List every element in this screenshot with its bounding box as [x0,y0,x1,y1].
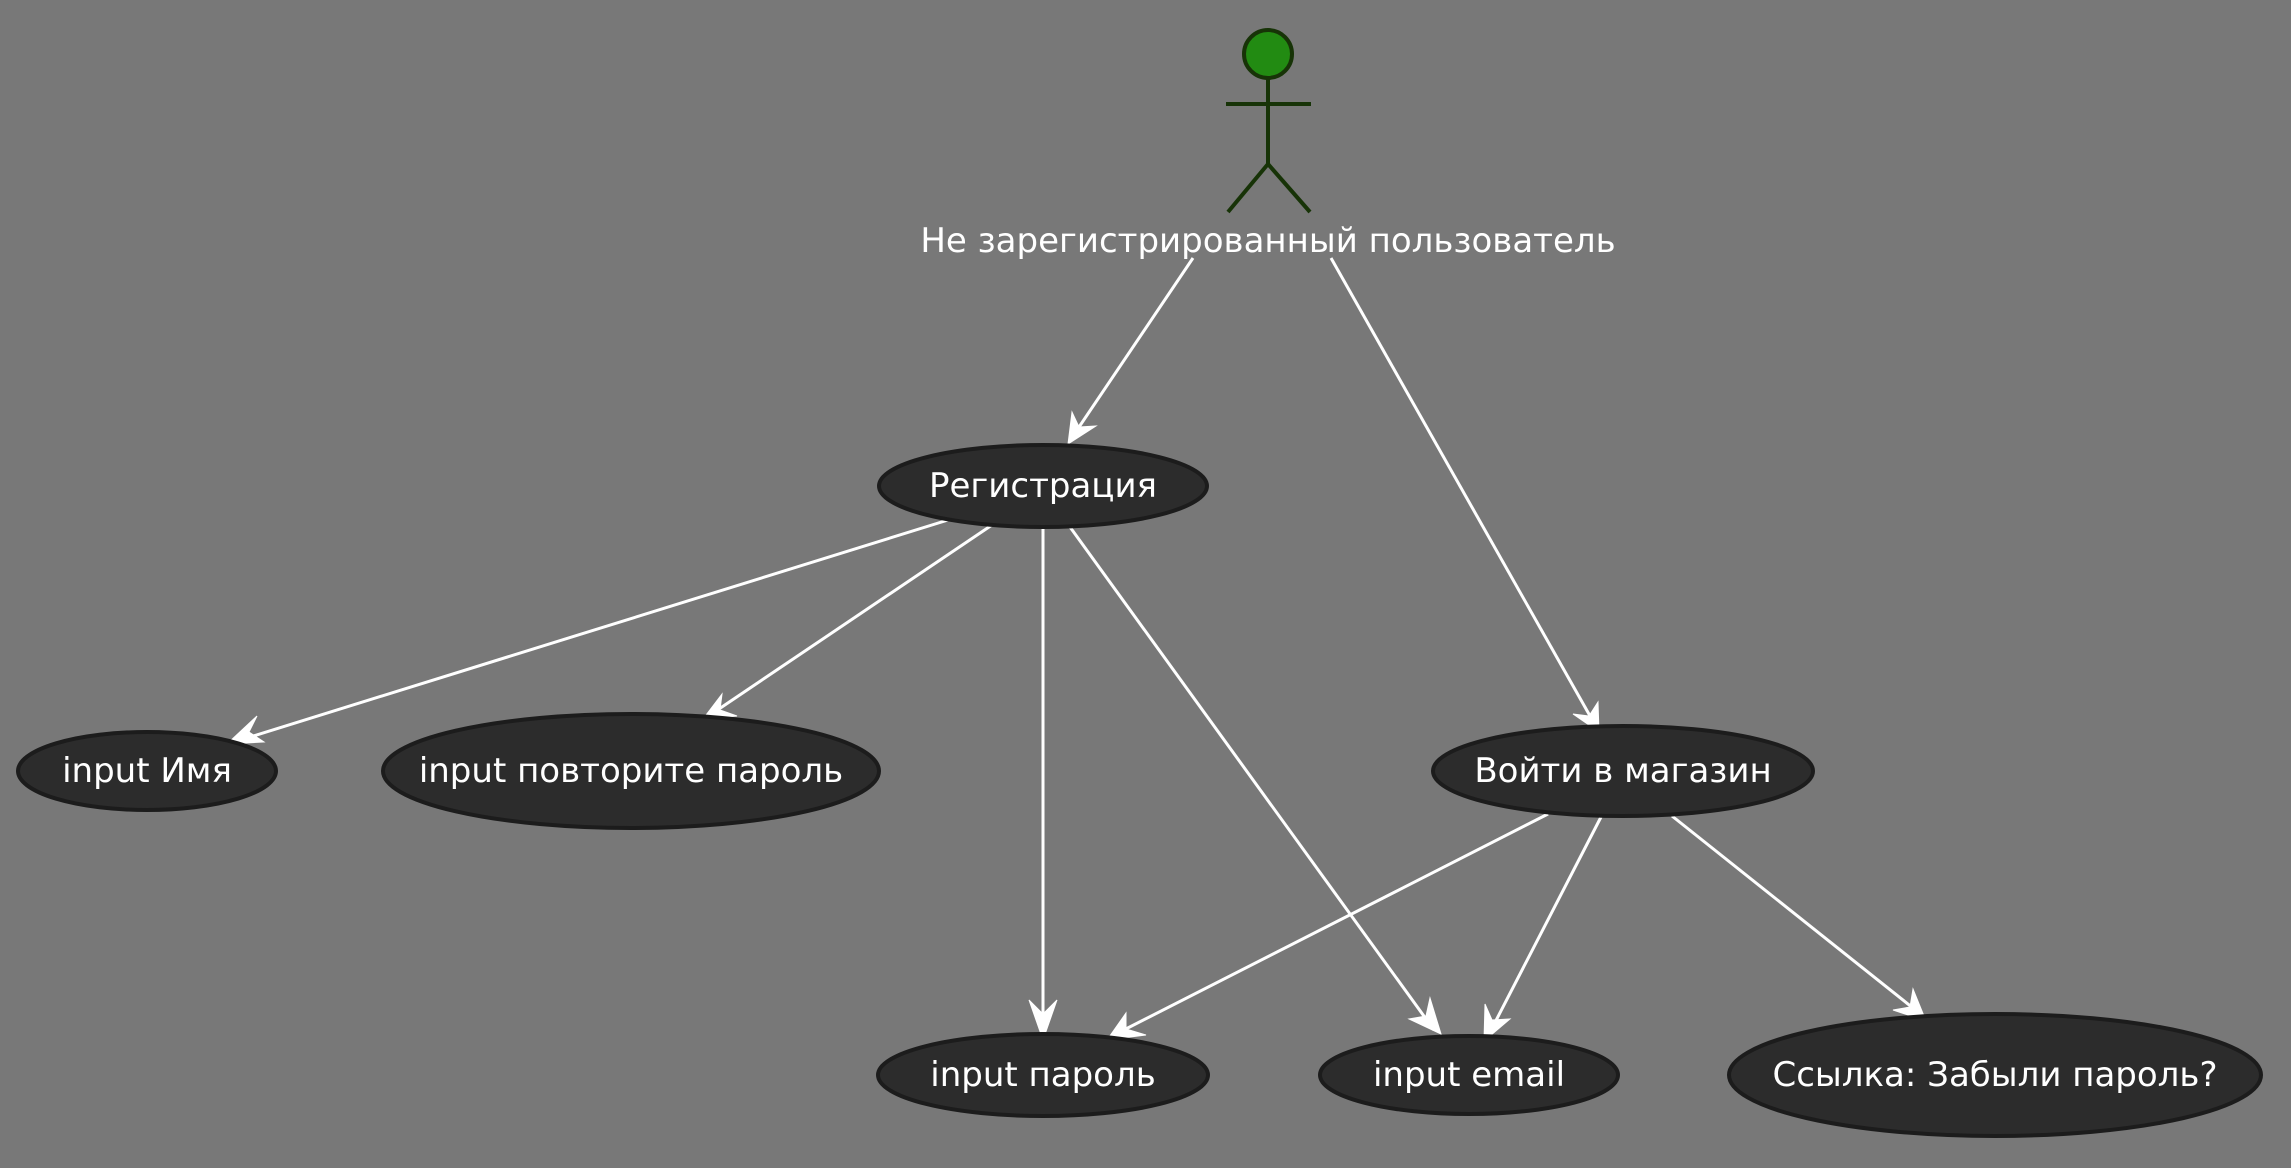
use-case-label: input повторите пароль [419,751,843,791]
arrowhead-login [1572,700,1600,733]
edge-actor-registration [1073,257,1195,434]
actor-unregistered-user: Не зарегистрированный пользователь [920,28,1616,261]
relations [225,257,1927,1043]
use-case-label: Войти в магазин [1474,751,1771,791]
use-case-label: Ссылка: Забыли пароль? [1773,1055,2218,1095]
actor-right-leg [1266,162,1312,214]
arrowhead-input-password [1028,999,1058,1042]
edge-login-input-password [1113,812,1549,1037]
use-case-label: input пароль [930,1055,1155,1095]
use-case-input-repeat-password[interactable]: input повторите пароль [381,712,881,830]
arrowhead-input-name [225,715,266,745]
arrowhead-registration [1067,410,1098,445]
use-case-input-password[interactable]: input пароль [876,1032,1210,1118]
edge-registration-input-name [233,518,949,744]
arrowhead-input-email [1407,996,1442,1035]
arrowhead-login-email [1483,1003,1512,1043]
actor-left-leg [1226,162,1270,214]
arrowhead-login-password [1105,1011,1147,1041]
use-case-label: input email [1373,1055,1565,1095]
use-case-label: input Имя [62,751,232,791]
arrowhead-forgot-link [1892,987,1927,1022]
edge-registration-input-repeat-password [712,523,993,715]
edge-registration-input-email [1068,526,1436,1031]
use-case-input-email[interactable]: input email [1318,1034,1620,1116]
use-case-input-name[interactable]: input Имя [16,730,278,812]
edge-login-forgot-link [1671,814,1924,1018]
use-case-label: Регистрация [929,466,1157,506]
use-case-forgot-password-link[interactable]: Ссылка: Забыли пароль? [1727,1012,2263,1138]
use-case-login[interactable]: Войти в магазин [1431,724,1815,818]
edge-actor-login [1329,257,1596,724]
edge-login-input-email [1486,816,1603,1037]
actor-head-icon [1242,28,1294,80]
actor-label: Не зарегистрированный пользователь [920,221,1615,261]
use-case-registration[interactable]: Регистрация [877,443,1209,529]
